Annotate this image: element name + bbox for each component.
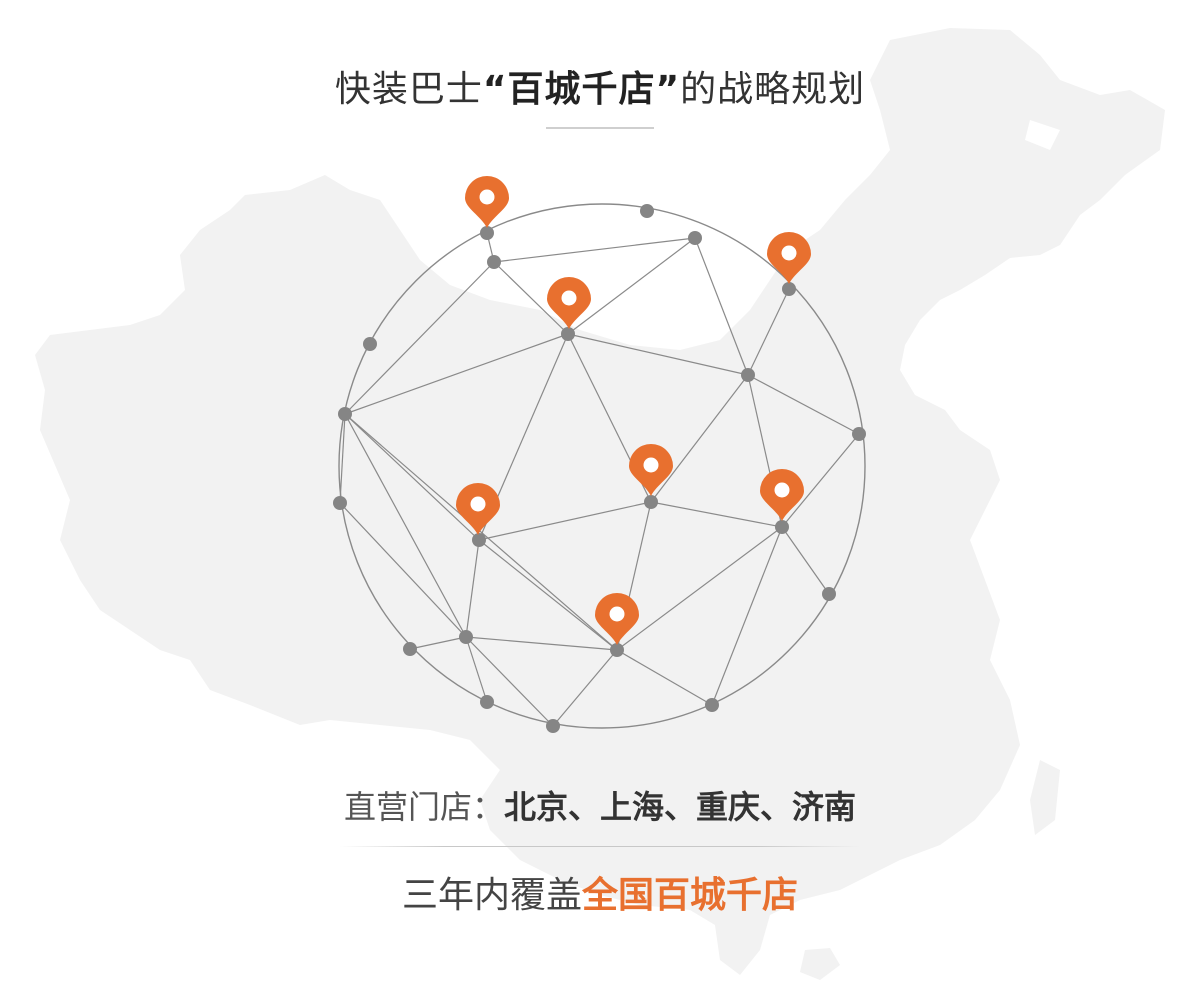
network-link — [747, 288, 790, 376]
network-link — [711, 526, 783, 706]
network-link — [478, 539, 618, 651]
network-node — [363, 337, 377, 351]
network-link — [339, 502, 467, 638]
stores-label: 直营门店： — [343, 788, 504, 826]
network-node — [333, 496, 347, 510]
network-link — [650, 501, 783, 528]
network-node — [561, 327, 575, 341]
network-node — [610, 643, 624, 657]
network-node — [403, 642, 417, 656]
network-node — [644, 495, 658, 509]
network-node — [741, 368, 755, 382]
network-link — [747, 374, 860, 435]
title-divider — [546, 127, 654, 129]
network-node — [472, 533, 486, 547]
network-link — [465, 636, 488, 703]
network-node — [546, 719, 560, 733]
network-node — [705, 698, 719, 712]
title-emphasis: “百城千店” — [482, 69, 681, 110]
network-node — [852, 427, 866, 441]
network-link — [344, 413, 467, 638]
network-link — [552, 649, 618, 727]
network-link — [465, 539, 480, 638]
network-link — [567, 237, 696, 335]
network-link — [781, 526, 830, 595]
network-link — [493, 237, 696, 263]
location-pin-hole — [643, 457, 659, 473]
goal-line: 三年内覆盖全国百城千店 — [0, 866, 1200, 918]
network-link — [339, 413, 346, 504]
network-link — [478, 501, 652, 541]
network-link — [465, 636, 618, 651]
network-link — [493, 261, 569, 335]
location-pin-hole — [561, 290, 577, 306]
network-link — [694, 237, 749, 376]
network-node — [459, 630, 473, 644]
globe-outline — [338, 203, 866, 729]
network-node — [688, 231, 702, 245]
network-node — [640, 204, 654, 218]
location-pin-hole — [781, 245, 797, 261]
network-node — [338, 407, 352, 421]
stores-cities: 北京、上海、重庆、济南 — [504, 788, 857, 826]
location-pin-hole — [470, 496, 486, 512]
direct-stores-line: 直营门店：北京、上海、重庆、济南 — [0, 782, 1200, 828]
network-link — [409, 636, 467, 650]
network-node — [480, 695, 494, 709]
network-node — [480, 226, 494, 240]
location-pin-hole — [479, 189, 495, 205]
bottom-divider — [340, 846, 860, 847]
network-node — [775, 520, 789, 534]
network-link — [616, 649, 713, 706]
network-link — [344, 333, 569, 415]
location-pin-hole — [609, 606, 625, 622]
page-title: 快装巴士“百城千店”的战略规划 — [0, 60, 1200, 112]
goal-highlight: 全国百城千店 — [582, 875, 799, 916]
network-link — [344, 413, 480, 541]
goal-prefix: 三年内覆盖 — [401, 875, 582, 916]
location-pin-hole — [774, 482, 790, 498]
title-prefix: 快装巴士 — [334, 69, 483, 110]
network-link — [344, 261, 495, 415]
network-node — [487, 255, 501, 269]
network-link — [616, 526, 783, 651]
network-link — [344, 413, 618, 651]
network-link — [567, 333, 749, 376]
network-node — [782, 282, 796, 296]
title-suffix: 的战略规划 — [680, 69, 866, 110]
network-node — [822, 587, 836, 601]
network-link — [650, 374, 749, 503]
network-link — [465, 636, 554, 727]
network-link — [781, 433, 860, 528]
